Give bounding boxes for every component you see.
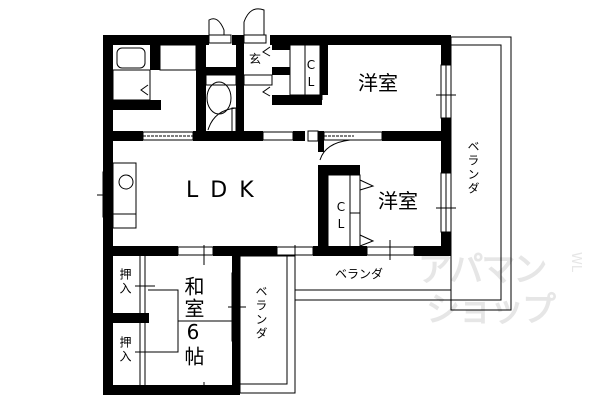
room-label-western-2: 洋室 bbox=[378, 189, 418, 213]
room-label-japanese: 和室6帖 bbox=[181, 276, 205, 368]
room-label-ldk: LDK bbox=[186, 178, 266, 203]
watermark-superscript: WL bbox=[568, 252, 583, 273]
room-label-western-1: 洋室 bbox=[358, 71, 398, 95]
balcony-label-right: ベランダ bbox=[466, 140, 480, 196]
room-label-entrance: 玄 bbox=[249, 52, 262, 66]
closet-label-1: CL bbox=[304, 58, 318, 92]
oshiire-label-1: 押入 bbox=[118, 268, 132, 296]
fixtures bbox=[97, 8, 512, 395]
oshiire-label-2: 押入 bbox=[118, 336, 132, 364]
walls bbox=[103, 35, 451, 395]
watermark-line1: アパマン bbox=[418, 250, 547, 290]
balcony-label-bottom-left: ベランダ bbox=[254, 285, 268, 341]
balcony-label-middle: ベランダ bbox=[335, 267, 384, 281]
closet-label-2: CL bbox=[334, 200, 348, 234]
